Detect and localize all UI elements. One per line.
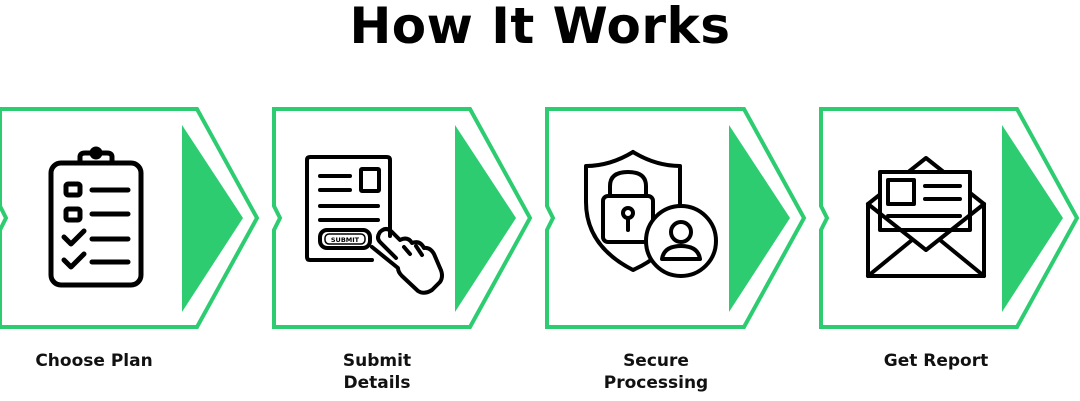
envelope-report-icon	[866, 156, 986, 278]
shield-lock-user-icon	[584, 150, 718, 278]
step-2: SUBMIT	[272, 107, 533, 329]
submit-form-hand-icon	[305, 155, 444, 295]
step-4	[819, 107, 1080, 329]
step-3-arrow	[729, 125, 790, 312]
step-3-label-line-1: Secure	[623, 351, 689, 371]
step-3	[545, 107, 807, 329]
step-2-arrow	[455, 125, 516, 312]
step-label-get-report: Get Report	[836, 350, 1036, 372]
step-label-choose-plan: Choose Plan	[0, 350, 194, 372]
submit-icon-text: SUBMIT	[331, 236, 360, 244]
step-4-arrow	[1002, 125, 1063, 312]
step-1-arrow	[182, 125, 243, 312]
page-title: How It Works	[349, 0, 731, 55]
step-label-submit-details: Submit Details	[277, 350, 477, 394]
step-label-secure-processing: Secure Processing	[556, 350, 756, 394]
clipboard-checklist-icon	[48, 146, 144, 288]
step-1-label-line-1: Choose Plan	[35, 351, 153, 371]
step-2-label-line-1: Submit	[342, 351, 412, 371]
step-4-label-line-1: Get Report	[883, 351, 989, 371]
step-2-label-line-2: Details	[343, 373, 411, 393]
step-1	[0, 107, 260, 329]
step-3-label-line-2: Processing	[603, 373, 709, 393]
